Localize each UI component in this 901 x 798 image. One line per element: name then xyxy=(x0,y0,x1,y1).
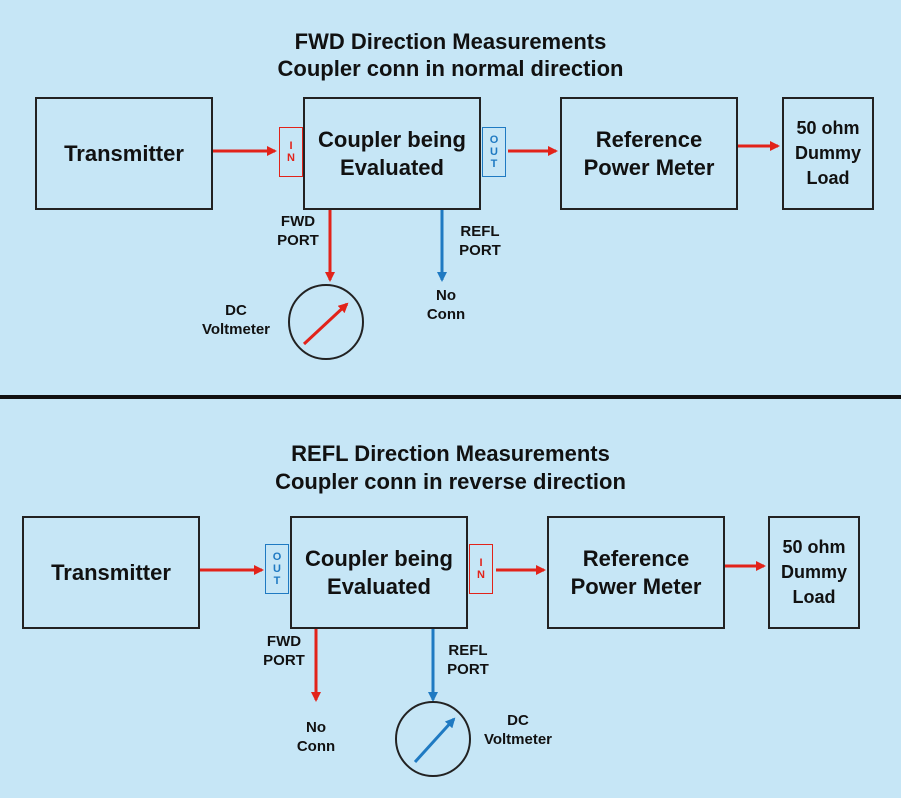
refl-coupler-box: Coupler being Evaluated xyxy=(290,516,468,629)
fwd-reference-label: Reference Power Meter xyxy=(583,126,715,180)
refl-no-conn-label: No Conn xyxy=(296,719,336,755)
refl-reference-power-meter-box: Reference Power Meter xyxy=(547,516,725,629)
refl-refl-port-label: REFL PORT xyxy=(447,642,489,678)
fwd-coupler-label: Coupler being Evaluated xyxy=(318,126,466,180)
fwd-transmitter-box: Transmitter xyxy=(35,97,213,210)
fwd-in-port: I N xyxy=(279,127,303,177)
fwd-load-label: 50 ohm Dummy Load xyxy=(794,118,861,188)
fwd-reference-power-meter-box: Reference Power Meter xyxy=(560,97,738,210)
refl-dc-voltmeter-icon xyxy=(395,701,471,777)
refl-title-line1: REFL Direction Measurements xyxy=(291,441,610,466)
fwd-fwd-port-label: FWD PORT xyxy=(277,213,319,249)
fwd-out-port: O U T xyxy=(482,127,506,177)
refl-measurement-panel: REFL Direction Measurements Coupler conn… xyxy=(0,398,901,798)
fwd-no-conn-label: No Conn xyxy=(426,287,466,323)
refl-fwd-port-label: FWD PORT xyxy=(263,633,305,669)
fwd-title-line2: Coupler conn in normal direction xyxy=(277,56,624,81)
panel-divider xyxy=(0,395,901,399)
fwd-refl-port-label: REFL PORT xyxy=(459,223,501,259)
fwd-dc-voltmeter-icon xyxy=(288,284,364,360)
refl-out-port: O U T xyxy=(265,544,289,594)
fwd-title-line1: FWD Direction Measurements xyxy=(294,29,607,54)
refl-dummy-load-box: 50 ohm Dummy Load xyxy=(768,516,860,629)
refl-reference-label: Reference Power Meter xyxy=(570,545,702,599)
refl-connections xyxy=(200,561,766,777)
refl-load-label: 50 ohm Dummy Load xyxy=(780,537,847,607)
refl-in-port: I N xyxy=(469,544,493,594)
refl-voltmeter-label: DC Voltmeter xyxy=(483,712,553,748)
refl-title-line2: Coupler conn in reverse direction xyxy=(275,469,626,494)
fwd-voltmeter-label: DC Voltmeter xyxy=(201,302,271,338)
fwd-dummy-load-box: 50 ohm Dummy Load xyxy=(782,97,874,210)
refl-coupler-label: Coupler being Evaluated xyxy=(305,545,453,599)
fwd-connections xyxy=(213,141,780,360)
refl-transmitter-label: Transmitter xyxy=(51,559,171,585)
fwd-coupler-box: Coupler being Evaluated xyxy=(303,97,481,210)
fwd-measurement-panel: FWD Direction Measurements Coupler conn … xyxy=(0,0,901,396)
fwd-transmitter-label: Transmitter xyxy=(64,140,184,166)
refl-transmitter-box: Transmitter xyxy=(22,516,200,629)
